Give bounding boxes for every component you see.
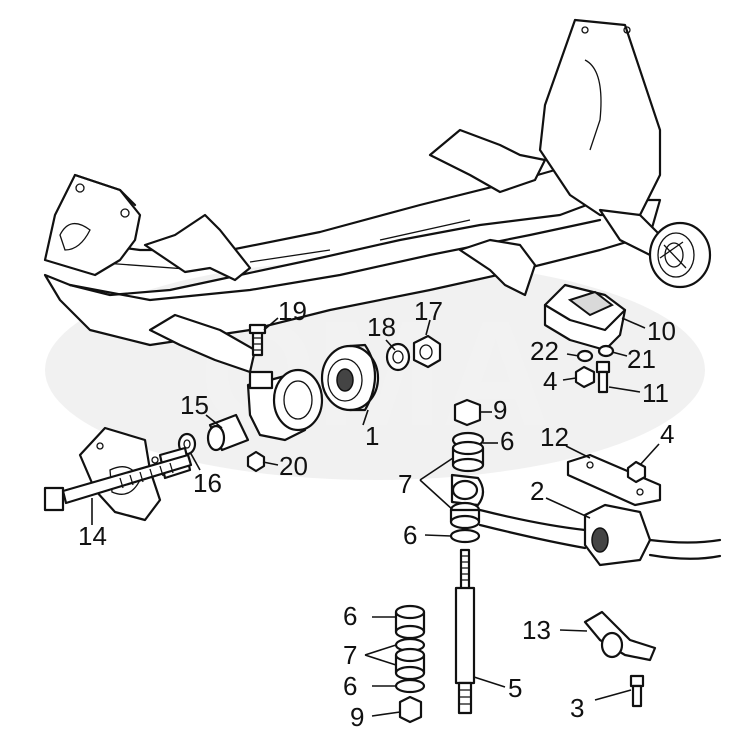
label-part-15: 15 <box>180 390 209 420</box>
label-part-7-lower: 7 <box>343 640 357 670</box>
part-13-clamp <box>583 610 657 662</box>
label-part-7-upper: 7 <box>398 469 412 499</box>
label-part-19: 19 <box>278 296 307 326</box>
label-part-20: 20 <box>279 451 308 481</box>
label-part-6-lower-b: 6 <box>343 671 357 701</box>
label-part-17: 17 <box>414 296 443 326</box>
label-part-6-middle: 6 <box>403 520 417 550</box>
label-part-2: 2 <box>530 476 544 506</box>
label-part-4-upper: 4 <box>543 366 557 396</box>
label-part-14: 14 <box>78 521 107 551</box>
part-19-bolt <box>248 323 267 357</box>
label-part-18: 18 <box>367 312 396 342</box>
label-part-11: 11 <box>642 378 669 408</box>
subframe-crossmember <box>43 18 712 374</box>
label-part-6-lower-a: 6 <box>343 601 357 631</box>
part-12-clamp-plate <box>566 453 662 507</box>
label-part-10: 10 <box>647 316 676 346</box>
part-labels: 19 18 17 1 15 16 20 14 10 22 21 4 11 12 … <box>78 296 676 732</box>
part-4-nut-lower <box>626 460 647 484</box>
label-part-3: 3 <box>570 693 584 723</box>
part-15-spacer <box>206 413 250 452</box>
part-5-drop-link <box>454 548 476 715</box>
label-part-1: 1 <box>365 421 379 451</box>
label-part-16: 16 <box>193 468 222 498</box>
mounting-bracket-cylinder <box>246 368 324 442</box>
part-6-cup-lower <box>449 528 481 544</box>
label-part-9-upper: 9 <box>493 395 507 425</box>
part-2-rubber-block <box>583 503 652 567</box>
part-7-bush-lower <box>449 501 481 530</box>
label-part-6-upper: 6 <box>500 426 514 456</box>
anti-roll-bar <box>450 473 722 560</box>
label-part-5: 5 <box>508 673 522 703</box>
part-1-bush <box>320 343 380 412</box>
label-part-9-lower: 9 <box>350 702 364 732</box>
label-part-13: 13 <box>522 615 551 645</box>
label-part-21: 21 <box>627 344 656 374</box>
part-17-nut <box>412 334 442 369</box>
part-20-nut <box>246 450 266 473</box>
part-3-bolt <box>629 674 645 708</box>
leader-lines <box>91 317 660 717</box>
label-part-22: 22 <box>530 336 559 366</box>
part-11-bolt <box>595 360 611 394</box>
part-18-washer <box>385 342 411 372</box>
label-part-4-lower: 4 <box>660 419 674 449</box>
part-4-nut-upper <box>574 365 596 389</box>
part-10-mounting-block <box>543 283 627 352</box>
part-14-bracket-and-bolt <box>43 426 193 522</box>
part-21-washer <box>597 344 615 358</box>
part-22-washer <box>576 349 594 363</box>
lower-bush-stack <box>394 604 426 724</box>
part-9-nut-upper <box>453 398 482 427</box>
label-part-12: 12 <box>540 422 569 452</box>
part-7-bush-upper <box>451 440 485 473</box>
